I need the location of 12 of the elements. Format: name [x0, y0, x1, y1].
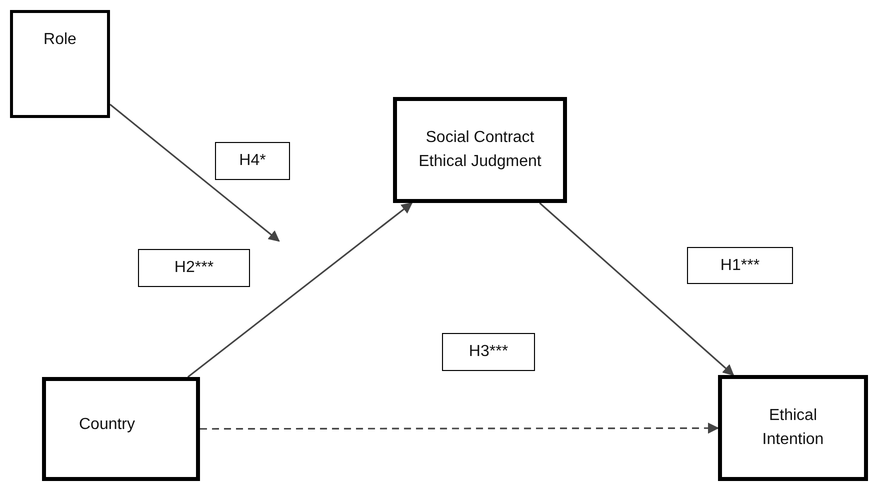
edge-label: H3*** — [442, 333, 535, 371]
edge-label: H4* — [215, 142, 290, 180]
arrow — [187, 202, 413, 378]
concept-box: Country — [42, 377, 200, 481]
arrow — [539, 202, 734, 376]
concept-box: Social Contract Ethical Judgment — [393, 97, 567, 203]
dashed-arrow — [200, 422, 720, 434]
edge-label: H1*** — [687, 247, 793, 284]
edge-label: H2*** — [138, 249, 250, 287]
arrow — [110, 104, 280, 242]
concept-box: Ethical Intention — [718, 375, 868, 481]
concept-box: Role — [10, 10, 110, 118]
